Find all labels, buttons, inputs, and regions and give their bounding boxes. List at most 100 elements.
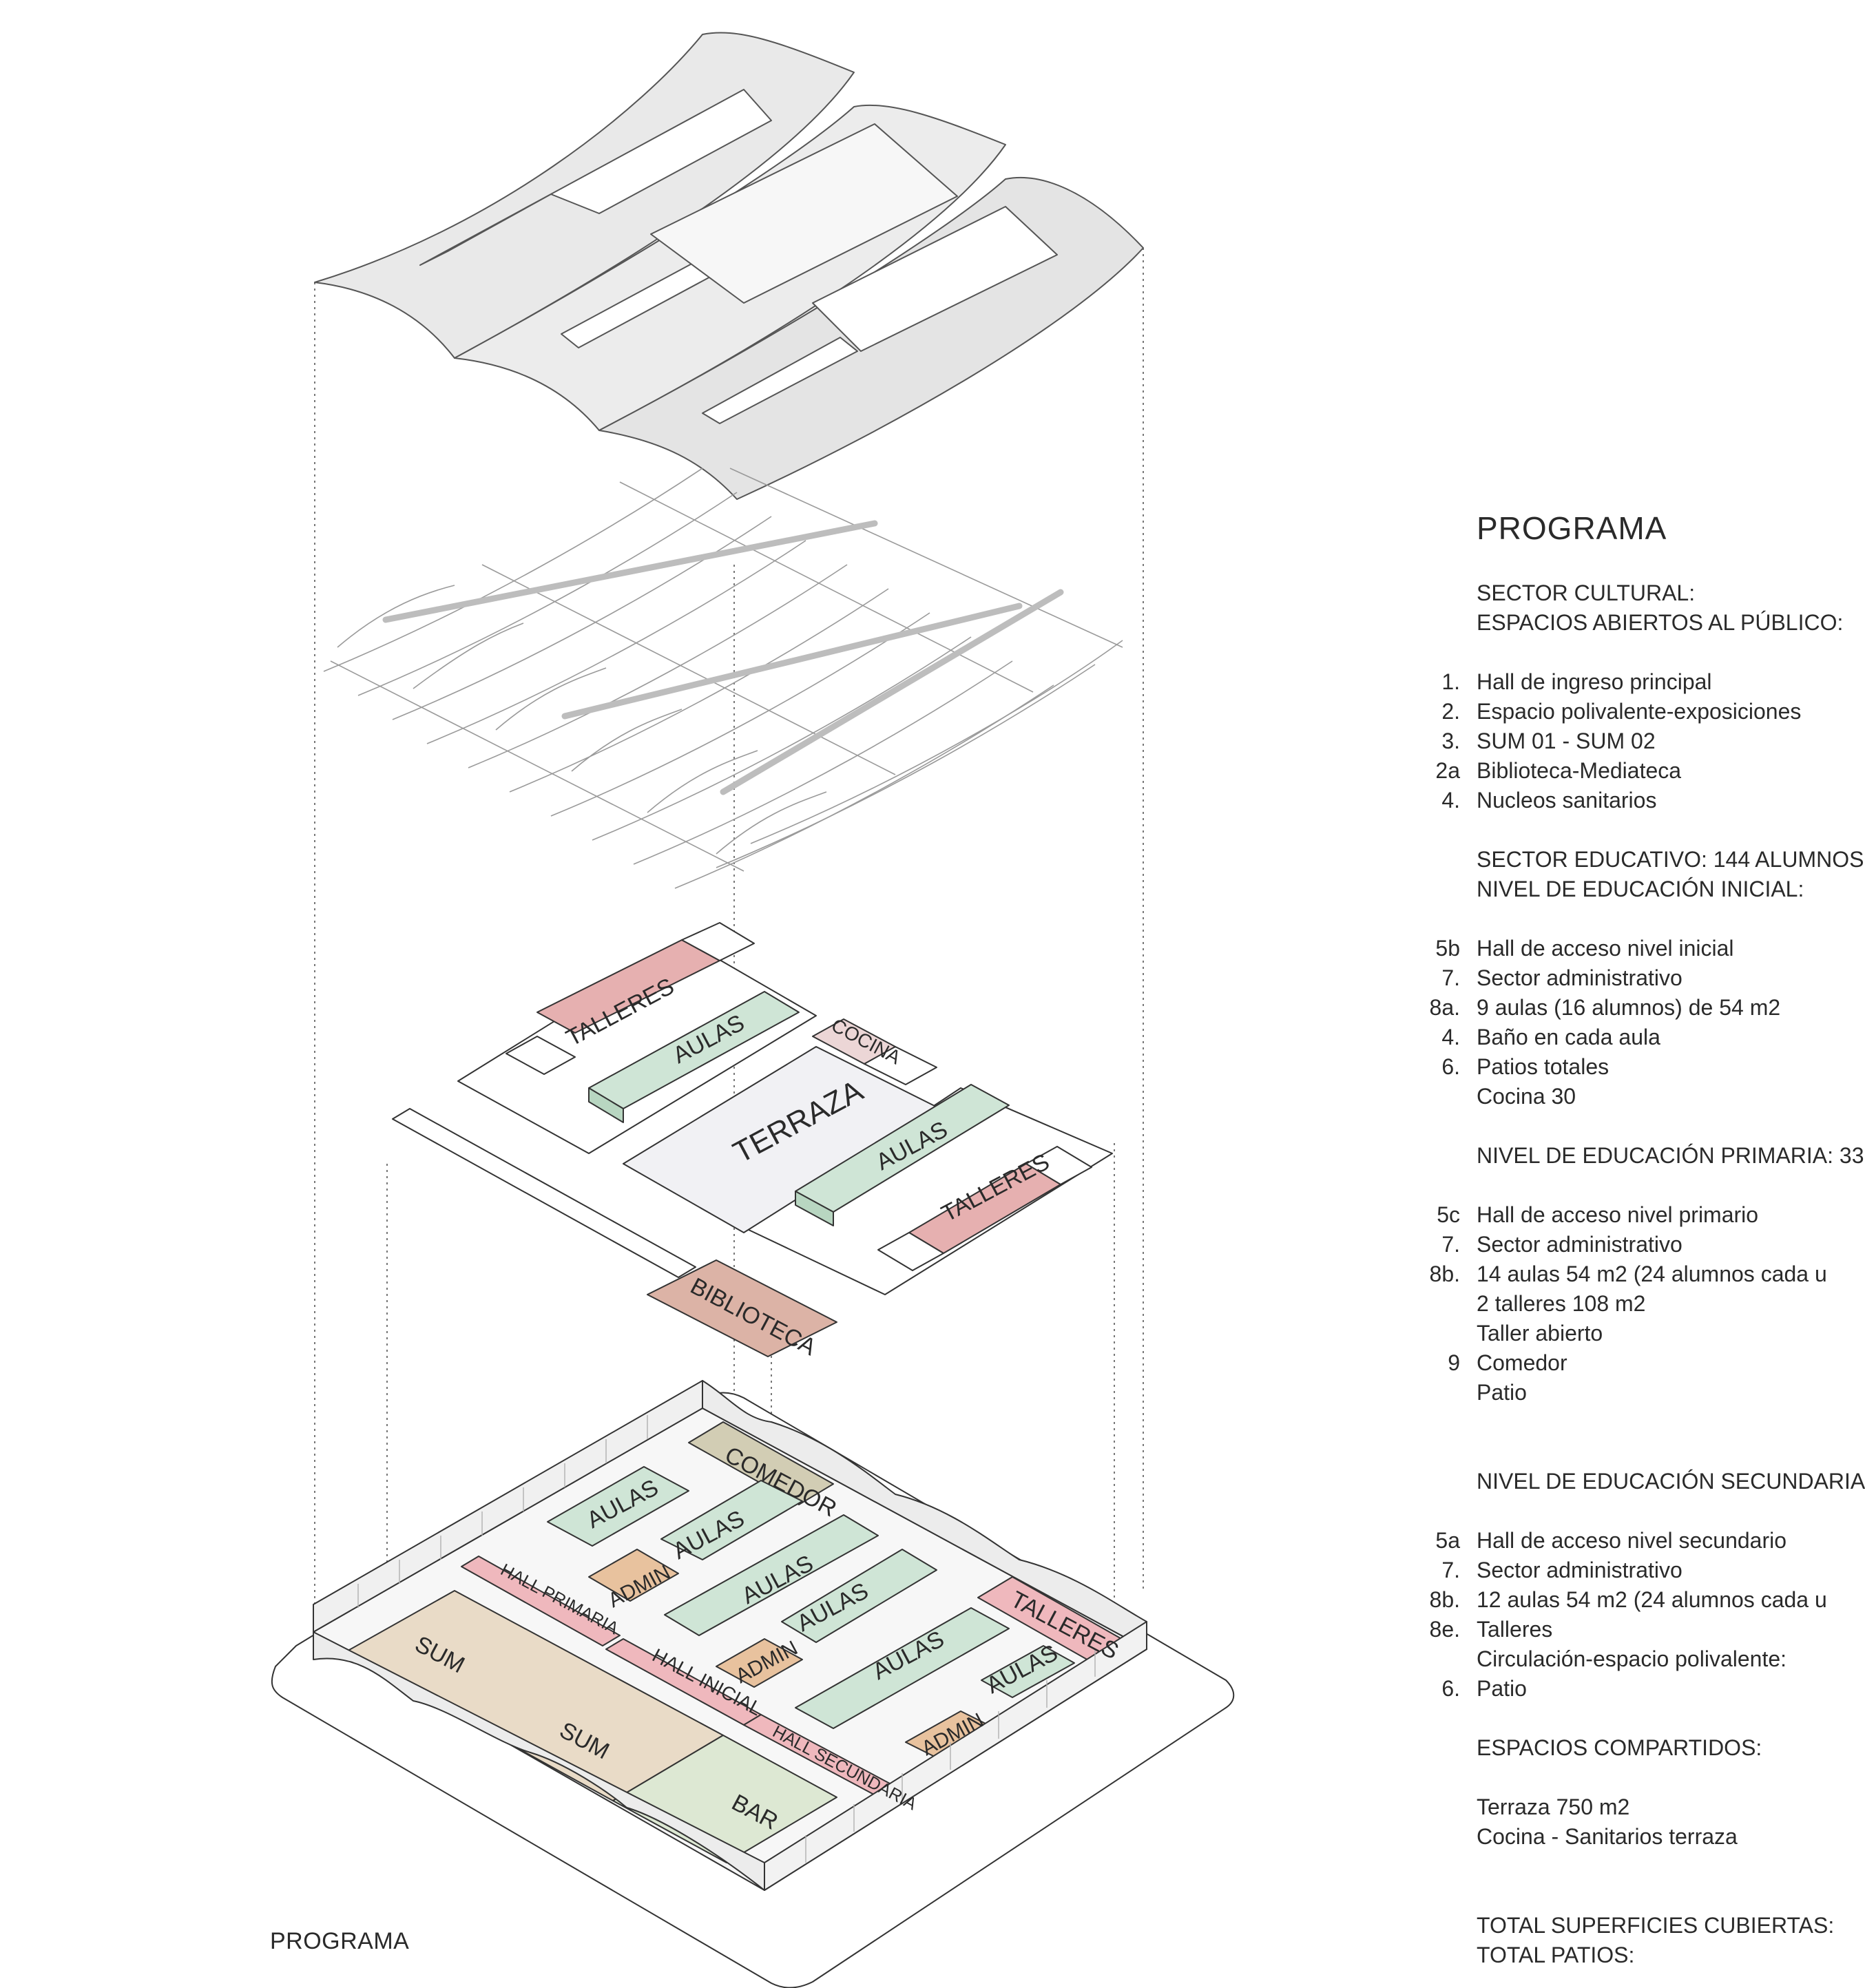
legend-row-text: 2 talleres 108 m2 bbox=[1477, 1291, 1646, 1316]
legend-row: 2a Biblioteca-Mediateca bbox=[1419, 756, 1837, 785]
front-wall-right bbox=[764, 1621, 1147, 1891]
legend-row-text: Hall de acceso nivel primario bbox=[1477, 1202, 1759, 1227]
legend-row-number: 9 bbox=[1448, 1350, 1460, 1375]
legend-row bbox=[1419, 1408, 1837, 1436]
aulas-upper-left-front bbox=[588, 1087, 624, 1123]
legend-row bbox=[1419, 904, 1837, 933]
legend-row-text: Biblioteca-Mediateca bbox=[1477, 758, 1682, 783]
legend-row-text: SECTOR CULTURAL: bbox=[1477, 580, 1696, 605]
front-wall-left bbox=[313, 1631, 765, 1891]
legend-row: 6.Patios totales bbox=[1419, 1052, 1837, 1081]
aulas-g5-block bbox=[795, 1607, 1010, 1729]
roof-skylight-5 bbox=[812, 206, 1058, 352]
legend-row-text: TOTAL SUPERFICIES CUBIERTAS: bbox=[1477, 1913, 1835, 1938]
talleres-upper-cap bbox=[681, 922, 755, 961]
legend-row bbox=[1419, 1437, 1837, 1466]
legend-row-number: 6. bbox=[1441, 1676, 1460, 1701]
legend-row: 7.Sector administrativo bbox=[1419, 1230, 1837, 1259]
corridor-slab bbox=[392, 1108, 696, 1278]
legend-row-text: NIVEL DE EDUCACIÓN PRIMARIA: 33 bbox=[1477, 1143, 1864, 1168]
legend-row-number: 8e. bbox=[1429, 1617, 1460, 1642]
structure-beams bbox=[382, 520, 1064, 795]
legend-row: Cocina 30 bbox=[1419, 1082, 1837, 1111]
talleres-upper-right-side bbox=[877, 1232, 944, 1271]
roof-skylight-1 bbox=[419, 89, 772, 266]
legend-row-text: Cocina - Sanitarios terraza bbox=[1477, 1824, 1738, 1849]
admin-1-block bbox=[588, 1549, 679, 1602]
legend-row-number: 1. bbox=[1441, 669, 1460, 694]
bar-zone bbox=[612, 1735, 837, 1863]
legend-row-number: 2a bbox=[1435, 758, 1460, 783]
biblioteca-block bbox=[647, 1259, 837, 1357]
upper-floor-layer bbox=[392, 922, 1113, 1357]
legend-row bbox=[1419, 1881, 1837, 1910]
legend-row: 9 Comedor bbox=[1419, 1348, 1837, 1377]
legend-row-text: Cocina 30 bbox=[1477, 1084, 1576, 1109]
legend-row: 4. Nucleos sanitarios bbox=[1419, 786, 1837, 815]
legend-row: TOTAL PATIOS: bbox=[1419, 1940, 1837, 1969]
legend-row: 8a. 9 aulas (16 alumnos) de 54 m2 bbox=[1419, 993, 1837, 1022]
legend-row-text: Patio bbox=[1477, 1676, 1527, 1701]
legend-row-text: ESPACIOS ABIERTOS AL PÚBLICO: bbox=[1477, 610, 1844, 635]
legend-row: TOTAL SUPERFICIES CUBIERTAS: bbox=[1419, 1911, 1837, 1940]
legend-row-number: 5c bbox=[1437, 1202, 1460, 1227]
legend-row bbox=[1419, 1704, 1837, 1733]
legend-row-text: Taller abierto bbox=[1477, 1321, 1603, 1346]
legend-row-number: 7. bbox=[1441, 1558, 1460, 1582]
legend-row-text: Hall de acceso nivel inicial bbox=[1477, 936, 1734, 961]
legend-row-text: Sector administrativo bbox=[1477, 1558, 1682, 1582]
legend-row-text: NIVEL DE EDUCACIÓN SECUNDARIA bbox=[1477, 1469, 1865, 1494]
legend-row-text: Talleres bbox=[1477, 1617, 1553, 1642]
legend-row: Taller abierto bbox=[1419, 1319, 1837, 1348]
legend-row-text: SUM 01 - SUM 02 bbox=[1477, 729, 1656, 753]
aulas-upper-right-front bbox=[795, 1191, 834, 1226]
aulas-g6-block bbox=[981, 1645, 1075, 1698]
legend-row-number: 2. bbox=[1441, 699, 1460, 724]
ground-floor-layer bbox=[271, 1380, 1235, 1988]
legend-row: ESPACIOS ABIERTOS AL PÚBLICO: bbox=[1419, 608, 1843, 637]
legend-row-text: 12 aulas 54 m2 (24 alumnos cada u bbox=[1477, 1587, 1827, 1612]
legend-row-number: 4. bbox=[1441, 1025, 1460, 1049]
legend-row: 7. Sector administrativo bbox=[1419, 963, 1837, 992]
admin-2-block bbox=[716, 1638, 803, 1688]
aulas-g4-block bbox=[781, 1549, 937, 1643]
legend-row: 2.Espacio polivalente-exposiciones bbox=[1419, 697, 1837, 726]
legend-row-text: NIVEL DE EDUCACIÓN INICIAL: bbox=[1477, 877, 1804, 901]
legend-row-text: 9 aulas (16 alumnos) de 54 m2 bbox=[1477, 995, 1781, 1020]
legend-row-text: Sector administrativo bbox=[1477, 965, 1682, 990]
legend-row bbox=[1419, 1496, 1837, 1525]
legend-row-text: Nucleos sanitarios bbox=[1477, 788, 1657, 813]
legend-row: NIVEL DE EDUCACIÓN INICIAL: bbox=[1419, 875, 1837, 903]
legend-row-text: Hall de ingreso principal bbox=[1477, 669, 1712, 694]
legend-row-text: Terraza 750 m2 bbox=[1477, 1795, 1630, 1819]
roof-skylight-4 bbox=[702, 337, 858, 424]
aulas-g3-block bbox=[664, 1514, 879, 1636]
legend-row: Cocina - Sanitarios terraza bbox=[1419, 1822, 1837, 1851]
legend-row-text: Comedor bbox=[1477, 1350, 1567, 1375]
legend-row-number: 7. bbox=[1441, 965, 1460, 990]
legend-row bbox=[1419, 1111, 1837, 1140]
legend-row: 8b.12 aulas 54 m2 (24 alumnos cada u bbox=[1419, 1585, 1837, 1614]
legend-row-number: 8b. bbox=[1429, 1262, 1460, 1286]
legend-row bbox=[1419, 1763, 1837, 1792]
legend-row: 4.Baño en cada aula bbox=[1419, 1023, 1837, 1051]
legend-row: 7. Sector administrativo bbox=[1419, 1556, 1837, 1584]
legend-row-number: 8a. bbox=[1429, 995, 1460, 1020]
legend-row: 2 talleres 108 m2 bbox=[1419, 1289, 1837, 1318]
legend-row: Patio bbox=[1419, 1378, 1837, 1407]
back-wall-right bbox=[702, 1380, 1147, 1650]
program-legend: PROGRAMA SECTOR CULTURAL: ESPACIOS ABIERT… bbox=[1419, 510, 1865, 1967]
legend-row: NIVEL DE EDUCACIÓN SECUNDARIA bbox=[1419, 1467, 1865, 1496]
aulas-g2-block bbox=[660, 1480, 803, 1560]
legend-row-text: Patio bbox=[1477, 1380, 1527, 1405]
legend-row-number: 6. bbox=[1441, 1054, 1460, 1079]
legend-title: PROGRAMA bbox=[1477, 510, 1667, 546]
legend-row-number: 4. bbox=[1441, 788, 1460, 813]
facade-mullions bbox=[357, 1415, 1096, 1863]
legend-row: 5c Hall de acceso nivel primario bbox=[1419, 1200, 1837, 1229]
aulas-g1-block bbox=[547, 1466, 689, 1547]
hall-primaria bbox=[461, 1556, 621, 1646]
